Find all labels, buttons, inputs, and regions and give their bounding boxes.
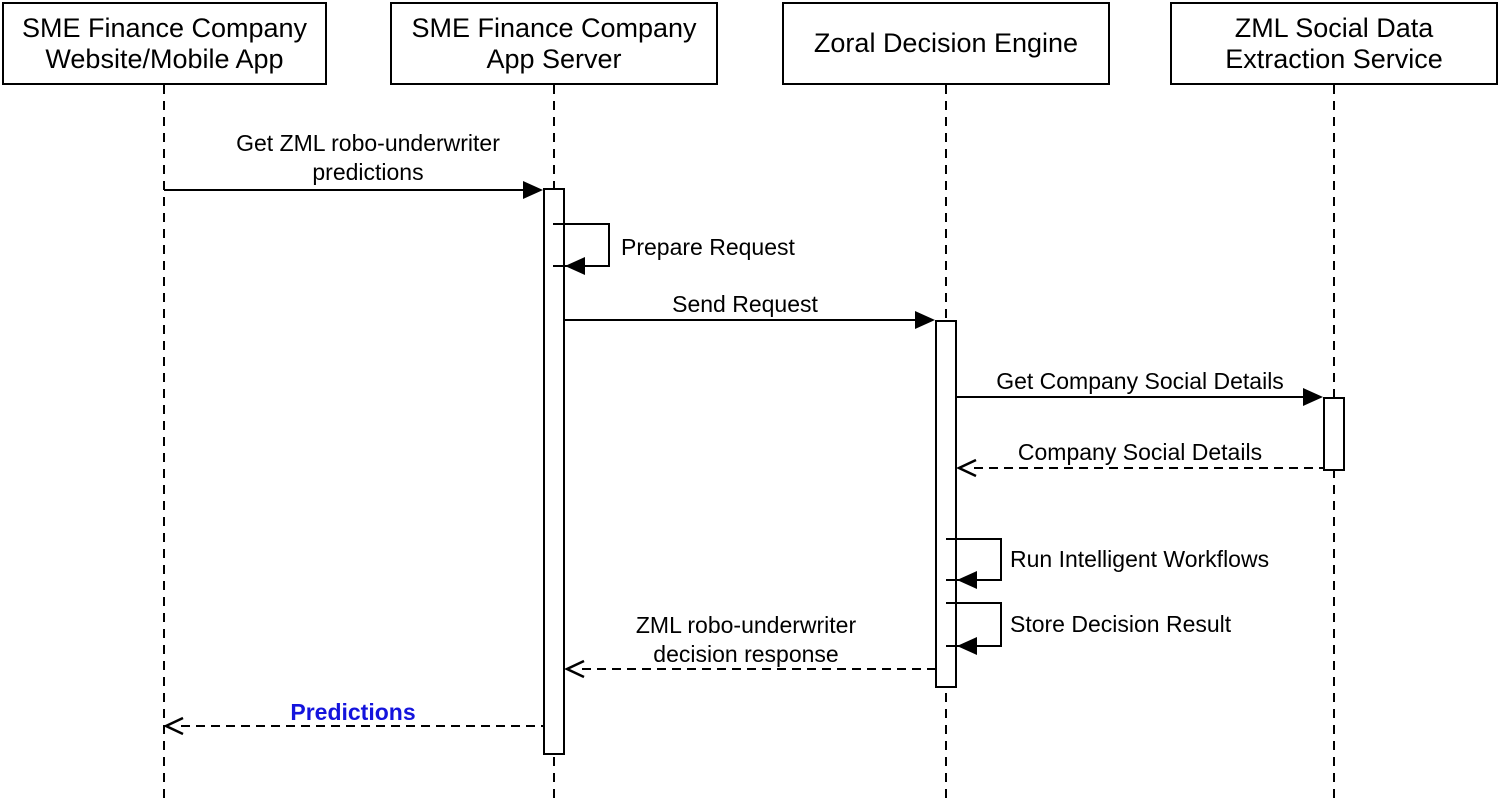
activation-bar-zoral-decision-engine: [935, 320, 957, 688]
solid-arrowhead-icon: [1303, 388, 1323, 406]
message-label-get-company-social-details: Get Company Social Details: [996, 368, 1284, 394]
message-label-send-request: Send Request: [672, 291, 818, 317]
message-line-get-predictions: [164, 189, 525, 191]
message-label-prepare-request: Prepare Request: [621, 234, 795, 260]
open-arrowhead-icon: [564, 659, 586, 684]
participant-zml-social-data-service: ZML Social Data Extraction Service: [1170, 2, 1498, 85]
participant-label-line: Zoral Decision Engine: [813, 28, 1079, 58]
message-label-get-predictions: Get ZML robo-underwriter predictions: [236, 130, 500, 185]
message-line-send-request: [565, 319, 917, 321]
participant-label-line: Extraction Service: [1225, 43, 1443, 74]
message-label-company-social-details: Company Social Details: [1017, 439, 1263, 465]
solid-arrowhead-icon: [957, 571, 977, 589]
open-arrowhead-icon: [956, 458, 978, 483]
participant-app-server: SME Finance Company App Server: [390, 2, 718, 85]
participant-website-mobile-app: SME Finance Company Website/Mobile App: [2, 2, 327, 85]
message-line-decision-response: [582, 668, 935, 670]
solid-arrowhead-icon: [565, 257, 585, 275]
message-label-predictions: Predictions: [290, 699, 416, 725]
message-line-get-company-social-details: [957, 396, 1305, 398]
participant-label-line: Website/Mobile App: [45, 43, 284, 74]
activation-bar-zml-social-data-service: [1323, 397, 1345, 471]
message-label-run-intelligent-workflows: Run Intelligent Workflows: [1010, 546, 1270, 572]
participant-zoral-decision-engine: Zoral Decision Engine: [782, 2, 1110, 85]
message-line-company-social-details: [974, 467, 1323, 469]
message-label-decision-response: ZML robo-underwriter decision response: [635, 612, 857, 667]
lifeline-website-mobile-app: [163, 85, 165, 803]
solid-arrowhead-icon: [523, 181, 543, 199]
solid-arrowhead-icon: [915, 311, 935, 329]
participant-label-line: App Server: [486, 43, 622, 74]
participant-label-line: SME Finance Company: [411, 12, 697, 43]
open-arrowhead-icon: [163, 716, 185, 741]
message-line-predictions: [181, 725, 543, 727]
solid-arrowhead-icon: [957, 637, 977, 655]
participant-label-line: SME Finance Company: [21, 12, 308, 43]
participant-label-line: ZML Social Data: [1234, 12, 1434, 43]
message-label-store-decision-result: Store Decision Result: [1010, 611, 1232, 637]
activation-bar-app-server: [543, 188, 565, 755]
